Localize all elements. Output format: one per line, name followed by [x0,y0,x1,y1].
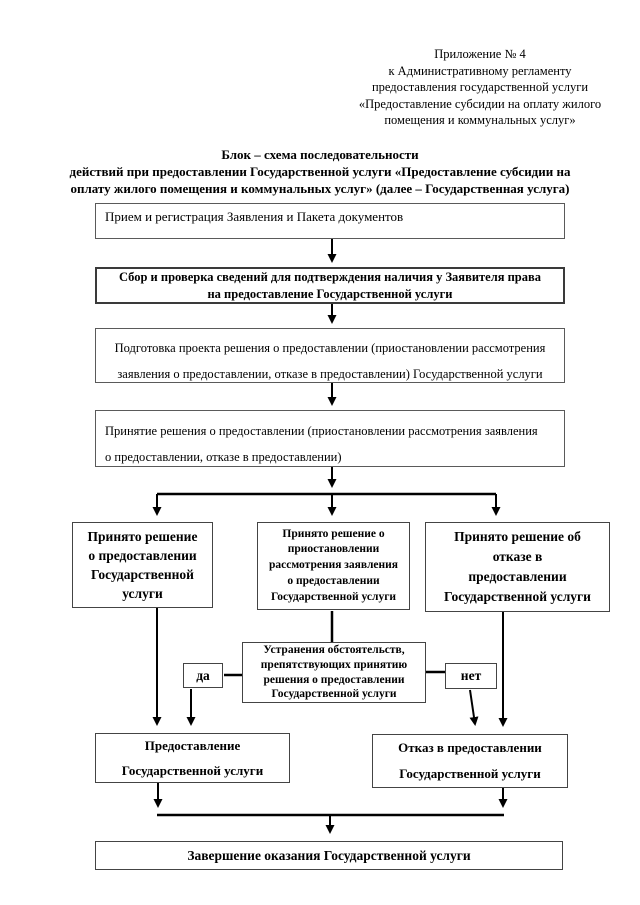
flow-step-text: Отказ в предоставлении [398,740,542,755]
flow-step-decision-making: Принятие решения о предоставлении (приос… [95,410,565,467]
flow-step-text: о предоставлении, отказе в предоставлени… [105,450,342,464]
flow-step-text: Принято решение [87,529,198,544]
flow-step-text: Государственной услуги [399,766,541,781]
flow-decision-grant: Принято решение о предоставлении Государ… [72,522,213,608]
flow-step-text: заявления о предоставлении, отказе в пре… [117,367,543,381]
appendix-note-line: «Предоставление субсидии на оплату жилог… [358,96,602,111]
page-title-line: действий при предоставлении Государствен… [69,164,571,179]
flow-step-text: Подготовка проекта решения о предоставле… [114,341,546,355]
page-title-line: оплату жилого помещения и коммунальных у… [70,181,570,196]
flow-step-text: Завершение оказания Государственной услу… [187,847,471,863]
flow-step-text: Принятие решения о предоставлении (приос… [105,424,538,438]
flow-step-text: Государственной [91,567,194,582]
flow-step-text: на предоставление Государственной услуги [207,286,453,301]
flow-step-text: Сбор и проверка сведений для подтвержден… [118,269,542,284]
flow-no-label: нет [460,668,482,683]
appendix-note-line: Приложение № 4 [434,47,526,61]
flow-step-text: Принято решение о [282,527,385,540]
flow-step-text: услуги [122,586,163,601]
page-title-line: Блок – схема последовательности [221,147,419,162]
flow-step-reception: Прием и регистрация Заявления и Пакета д… [95,203,565,239]
flow-step-text: о предоставлении [287,574,380,587]
flow-step-text: Государственной услуги [271,688,397,701]
flow-decision-suspend: Принято решение о приостановлении рассмо… [257,522,410,610]
flow-step-text: решения о предоставлении [263,673,405,686]
flow-decision-refuse: Принято решение об отказе в предоставлен… [425,522,610,612]
flow-step-text: предоставлении [468,569,567,584]
flow-yes-label: да [196,667,210,683]
flow-refuse-service: Отказ в предоставлении Государственной у… [372,734,568,788]
flow-step-verification: Сбор и проверка сведений для подтвержден… [95,267,565,304]
appendix-note: Приложение № 4 к Административному регла… [340,46,620,129]
flow-completion: Завершение оказания Государственной услу… [95,841,563,870]
flow-step-text: Принято решение об [454,529,581,544]
flow-elimination: Устранения обстоятельств, препятствующих… [242,642,426,703]
flow-no-box: нет [445,663,497,689]
flow-step-text: приостановлении [287,543,380,556]
flow-step-text: о предоставлении [88,548,197,563]
flow-step-draft-decision: Подготовка проекта решения о предоставле… [95,328,565,383]
appendix-note-line: помещения и коммунальных услуг» [384,113,576,127]
flow-yes-box: да [183,663,223,688]
flow-provide-service: Предоставление Государственной услуги [95,733,290,783]
flow-step-text: Государственной услуги [121,763,264,778]
flow-step-text: Государственной услуги [270,590,397,603]
flow-step-text: препятствующих принятию [260,658,408,671]
appendix-note-line: к Административному регламенту [388,63,572,78]
flow-step-text: отказе в [492,549,543,564]
appendix-note-line: предоставления государственной услуги [371,80,589,94]
page-title: Блок – схема последовательности действий… [40,146,600,197]
flow-step-text: рассмотрения заявления [269,559,398,572]
flow-step-text: Устранения обстоятельств, [263,644,405,657]
flow-step-text: Государственной услуги [444,589,591,604]
flow-step-text: Предоставление [144,738,241,753]
flow-step-text: Прием и регистрация Заявления и Пакета д… [105,209,404,224]
